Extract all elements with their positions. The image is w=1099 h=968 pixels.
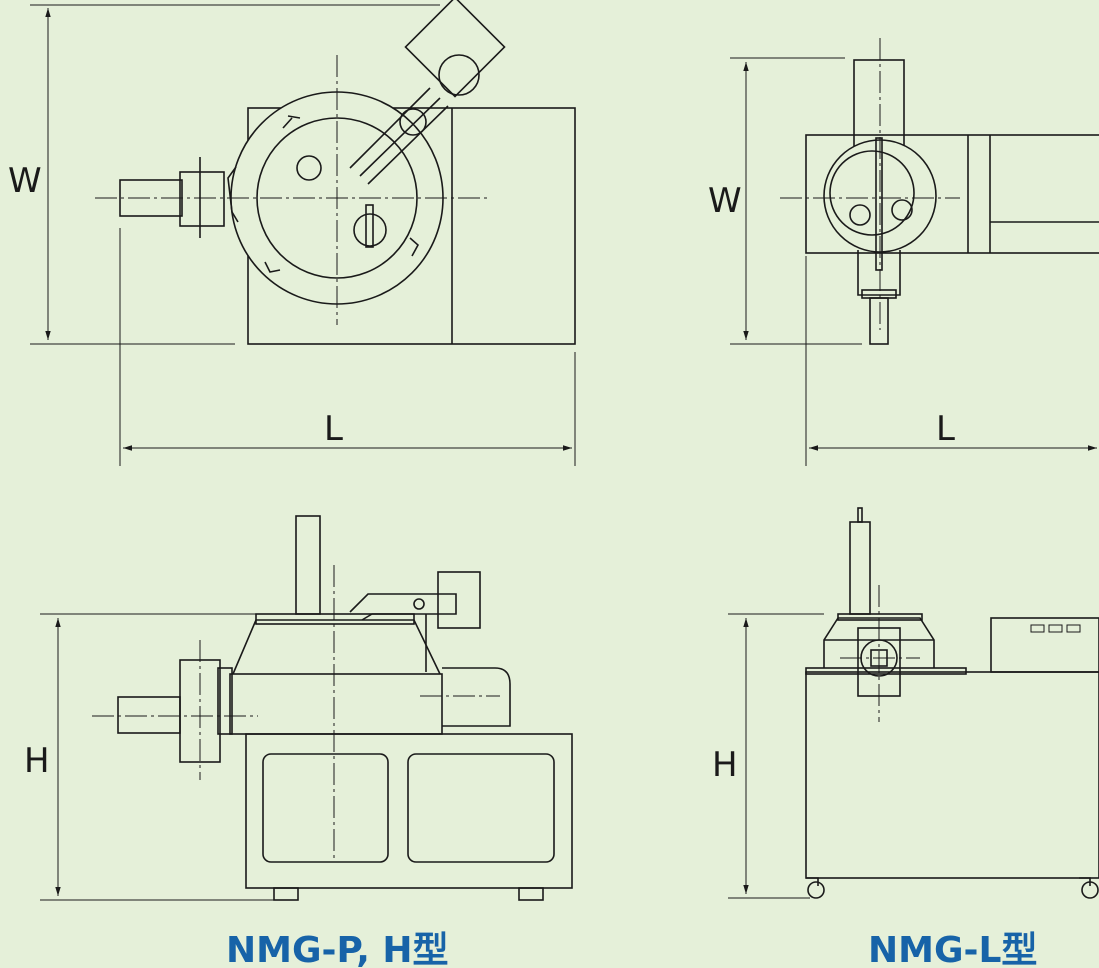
plan-view-nmg-l: W L <box>708 38 1099 466</box>
width-label: W <box>8 161 42 201</box>
length-label: L <box>936 409 955 449</box>
caption-nmg-l: NMG-L型 <box>868 930 1037 968</box>
height-label: H <box>712 745 738 785</box>
caption-nmg-ph: NMG-P, H型 <box>226 930 449 968</box>
side-view-nmg-l: H <box>712 507 1099 899</box>
plan-view-nmg-ph: W L <box>8 0 576 466</box>
length-label: L <box>324 409 343 449</box>
width-label: W <box>708 181 742 221</box>
height-label: H <box>24 741 50 781</box>
side-view-nmg-ph: H <box>24 515 573 901</box>
